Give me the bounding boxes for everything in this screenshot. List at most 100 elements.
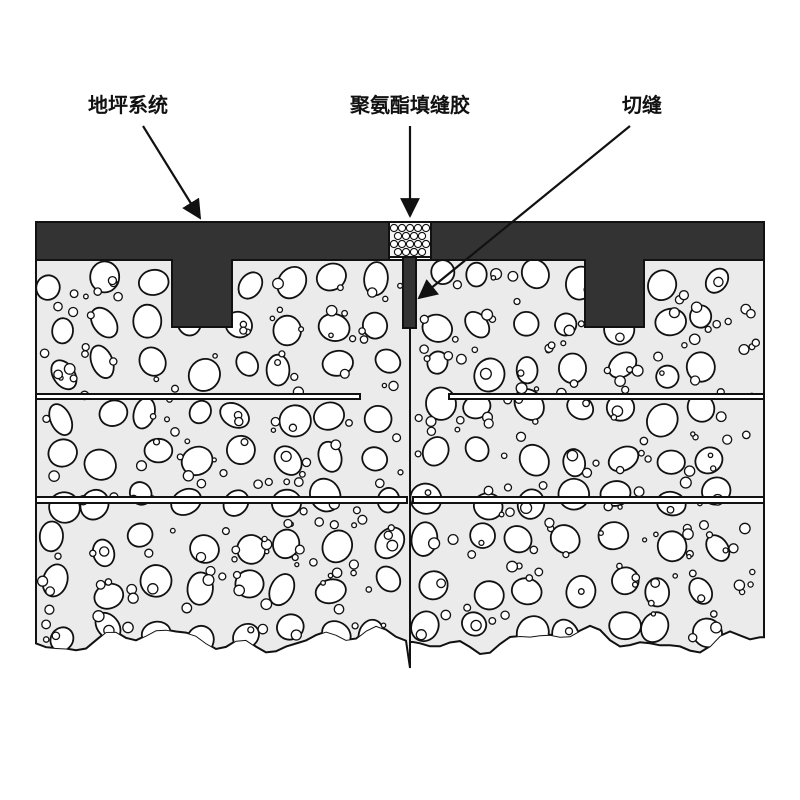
aggregate-left-grain: [44, 604, 55, 615]
aggregate-left-grain: [231, 545, 241, 555]
aggregate-right-grain: [467, 550, 477, 559]
aggregate-left-grain: [331, 567, 343, 579]
aggregate-right-grain: [427, 537, 441, 550]
aggregate-left-grain: [152, 438, 161, 446]
aggregate-left-grain: [184, 438, 191, 445]
label-floor-system: 地坪系统: [88, 93, 168, 117]
aggregate-right-grain: [463, 603, 472, 612]
aggregate-left-grain: [328, 332, 334, 339]
aggregate-right-grain: [414, 450, 422, 458]
aggregate-right-grain: [738, 343, 750, 356]
aggregate-left-grain: [309, 557, 318, 567]
aggregate-right-grain: [715, 411, 727, 423]
aggregate-right-grain: [644, 455, 652, 463]
aggregate-left-pebble: [313, 401, 345, 431]
aggregate-left-grain: [327, 572, 334, 579]
aggregate-right-grain: [426, 426, 437, 437]
aggregate-left-pebble: [374, 348, 402, 374]
aggregate-right-grain: [419, 314, 429, 324]
aggregate-left-grain: [278, 350, 286, 358]
aggregate-right-grain: [690, 431, 696, 437]
aggregate-right-grain: [749, 568, 756, 576]
aggregate-right-grain: [500, 610, 510, 620]
aggregate-right-grain: [443, 350, 454, 361]
sealant-bead: [409, 231, 419, 241]
aggregate-right-grain: [650, 611, 657, 617]
aggregate-right-grain: [688, 333, 701, 346]
aggregate-right-grain: [592, 459, 600, 467]
aggregate-left-grain: [350, 569, 357, 577]
aggregate-left-grain: [67, 306, 79, 318]
aggregate-right-grain: [682, 528, 694, 540]
aggregate-right-grain: [610, 414, 618, 421]
aggregate-left-pebble: [90, 306, 119, 339]
aggregate-left-grain: [211, 457, 217, 463]
aggregate-right-grain: [525, 574, 534, 582]
aggregate-left-pebble: [235, 351, 260, 377]
aggregate-right-grain: [563, 324, 576, 337]
aggregate-left-grain: [127, 592, 139, 604]
aggregate-left-grain: [381, 382, 388, 389]
aggregate-right-grain: [639, 436, 649, 446]
aggregate-left-pebble: [89, 260, 121, 294]
sealant-bead: [421, 223, 431, 233]
aggregate-left-pebble: [265, 353, 291, 387]
aggregate-left-grain: [348, 559, 360, 570]
aggregate-left-grain: [53, 369, 64, 380]
aggregate-left-grain: [294, 544, 305, 555]
aggregate-left-grain: [359, 335, 369, 344]
aggregate-left-grain: [320, 579, 327, 586]
aggregate-left-grain: [329, 520, 339, 530]
aggregate-left-grain: [291, 553, 299, 562]
aggregate-left-grain: [397, 282, 404, 289]
aggregate-right-grain: [681, 341, 688, 349]
aggregate-left-grain: [212, 353, 218, 359]
aggregate-left-grain: [397, 469, 404, 476]
aggregate-right-grain: [615, 465, 625, 475]
sealant-bead: [393, 231, 403, 241]
sealant-bead: [409, 247, 419, 257]
aggregate-right-pebble: [656, 449, 686, 475]
aggregate-left-grain: [341, 309, 349, 317]
aggregate-right-pebble: [647, 269, 678, 301]
aggregate-left-grain: [107, 275, 118, 286]
aggregate-left-grain: [149, 413, 157, 420]
aggregate-right-grain: [498, 511, 505, 518]
sealant-bead: [397, 223, 407, 233]
aggregate-left-grain: [283, 478, 291, 486]
aggregate-left-grain: [388, 380, 399, 392]
aggregate-right-grain: [659, 370, 665, 376]
aggregate-left-grain: [113, 291, 123, 302]
aggregate-right-grain: [534, 567, 544, 577]
aggregate-right-grain: [710, 621, 723, 634]
aggregate-left-grain: [352, 506, 361, 515]
aggregate-right-grain: [631, 573, 641, 582]
aggregate-right-grain: [616, 562, 623, 570]
aggregate-left-grain: [82, 293, 89, 300]
aggregate-left-grain: [231, 556, 238, 563]
aggregate-right-grain: [547, 341, 556, 350]
aggregate-right-grain: [603, 366, 612, 375]
aggregate-right-grain: [423, 355, 431, 363]
aggregate-left-grain: [109, 357, 118, 366]
aggregate-right-grain: [419, 344, 429, 355]
aggregate-left-grain: [122, 621, 134, 634]
aggregate-left-pebble: [317, 312, 351, 342]
aggregate-left-grain: [218, 572, 227, 581]
sealant-bead: [397, 239, 407, 249]
aggregate-right-grain: [713, 276, 724, 288]
aggregate-right-grain: [626, 366, 634, 374]
aggregate-right-grain: [687, 632, 698, 643]
aggregate-right-grain: [647, 599, 655, 607]
aggregate-right-grain: [538, 481, 548, 490]
aggregate-left-grain: [232, 570, 242, 580]
aggregate-left-grain: [386, 539, 399, 552]
aggregate-left-grain: [357, 514, 368, 525]
sealant-bead: [413, 223, 423, 233]
aggregate-right-pebble: [558, 352, 588, 385]
aggregate-left-grain: [147, 583, 159, 595]
aggregate-right-grain: [566, 449, 579, 462]
aggregate-left-grain: [39, 348, 50, 359]
sealant-bead: [389, 223, 399, 233]
aggregate-left-pebble: [137, 268, 170, 296]
